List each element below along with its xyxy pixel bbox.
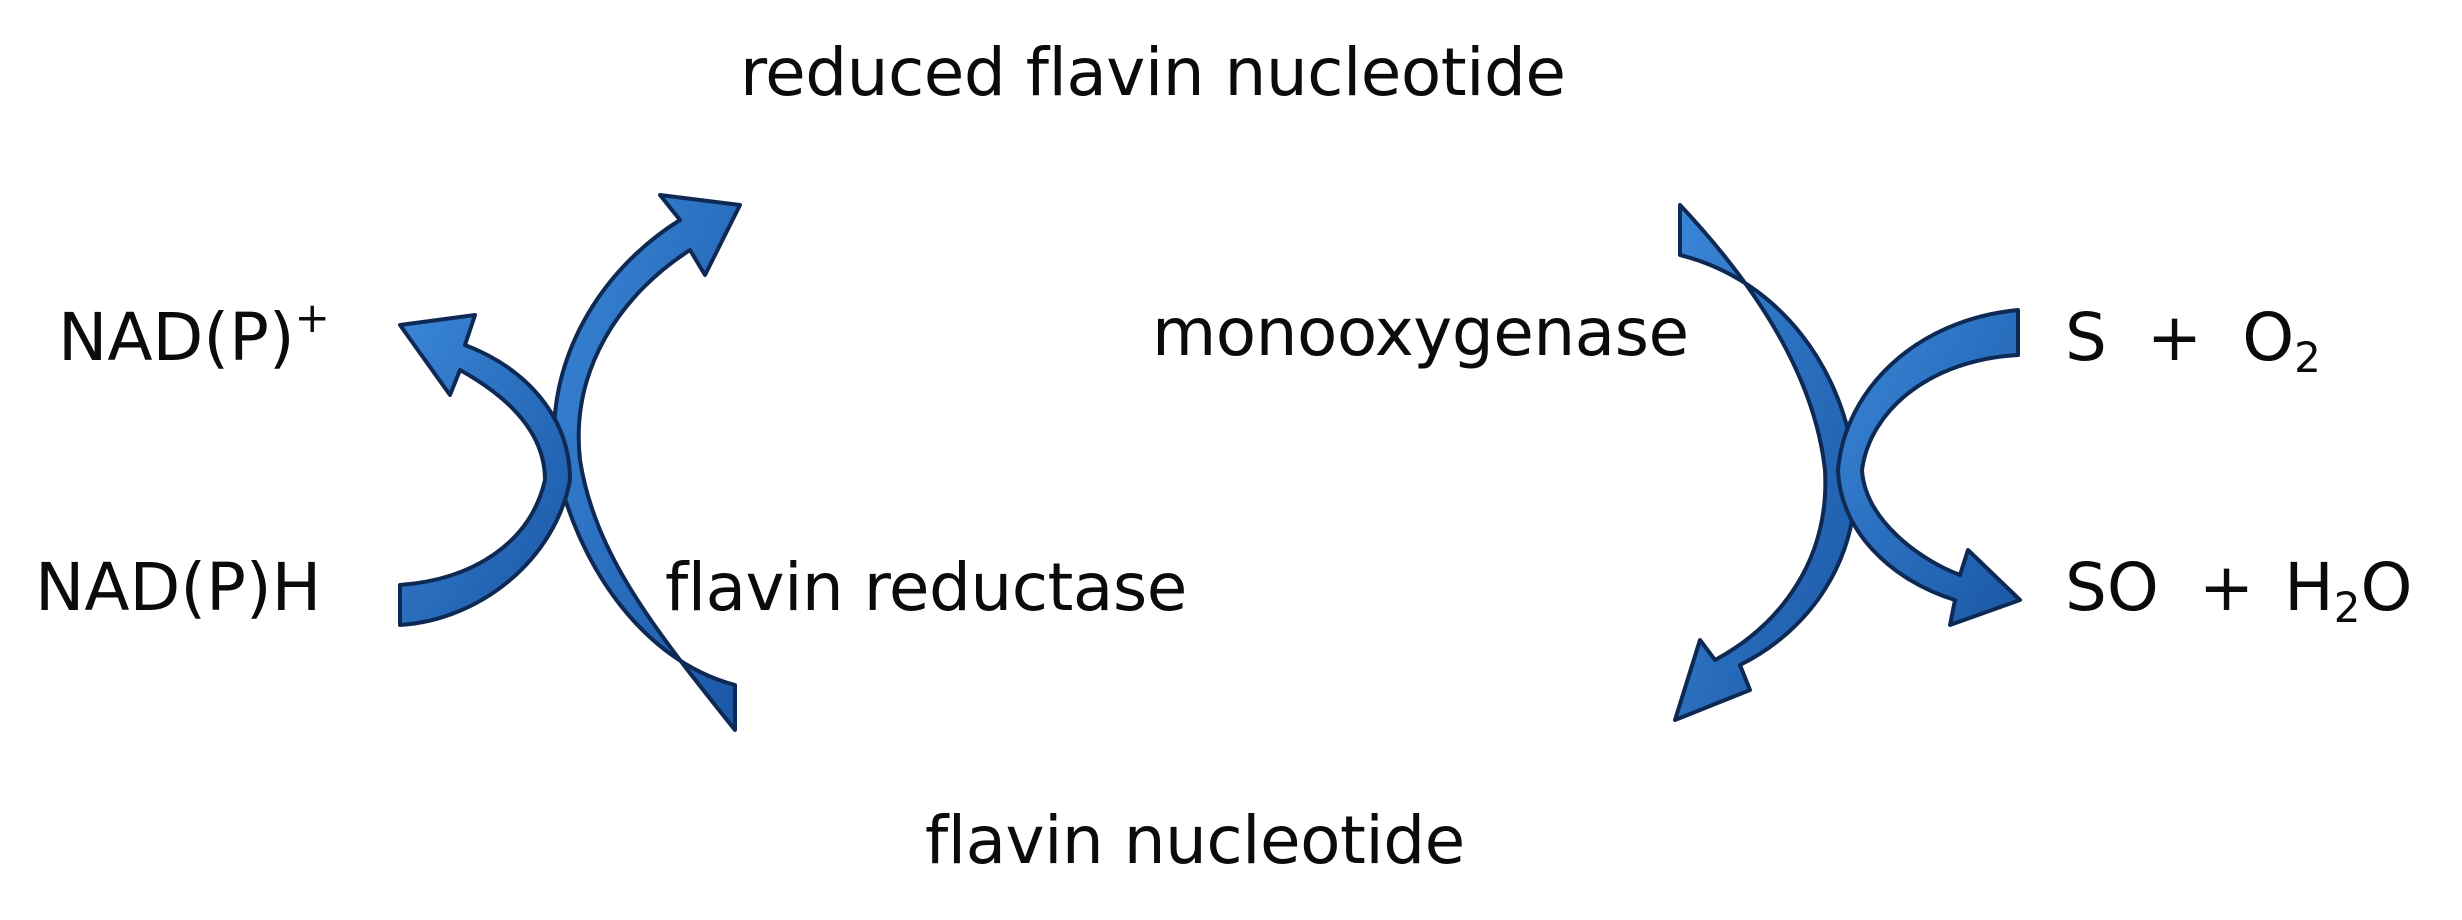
nadp-text: NAD(P)	[58, 299, 295, 376]
water-subscript: 2	[2333, 583, 2361, 632]
product-so: SO	[2065, 549, 2159, 626]
substrate-s: S	[2065, 299, 2107, 376]
substrate-label: S+O2	[2065, 305, 2321, 379]
flavin-reductase-label: flavin reductase	[665, 549, 1187, 626]
nadph-label: NAD(P)H	[35, 549, 322, 626]
reductase-curved-arrow	[551, 193, 742, 732]
water-o: O	[2360, 549, 2413, 626]
nadph-curved-arrow	[398, 313, 572, 627]
substrate-curved-arrow	[1836, 308, 2022, 627]
product-plus: +	[2198, 549, 2255, 626]
monooxygenase-label: monooxygenase	[1152, 294, 1689, 371]
water-h: H	[2284, 549, 2334, 626]
nadp-plus-label: NAD(P)+	[58, 297, 330, 371]
flavin-nucleotide-label: flavin nucleotide	[925, 802, 1465, 879]
monooxygenase-curved-arrow	[1673, 203, 1858, 722]
oxygen-o: O	[2242, 299, 2295, 376]
substrate-plus: +	[2146, 299, 2203, 376]
oxygen-subscript: 2	[2294, 333, 2321, 382]
reduced-flavin-nucleotide-label: reduced flavin nucleotide	[740, 34, 1566, 111]
product-label: SO+H2O	[2065, 555, 2412, 629]
nadp-charge: +	[294, 293, 330, 342]
